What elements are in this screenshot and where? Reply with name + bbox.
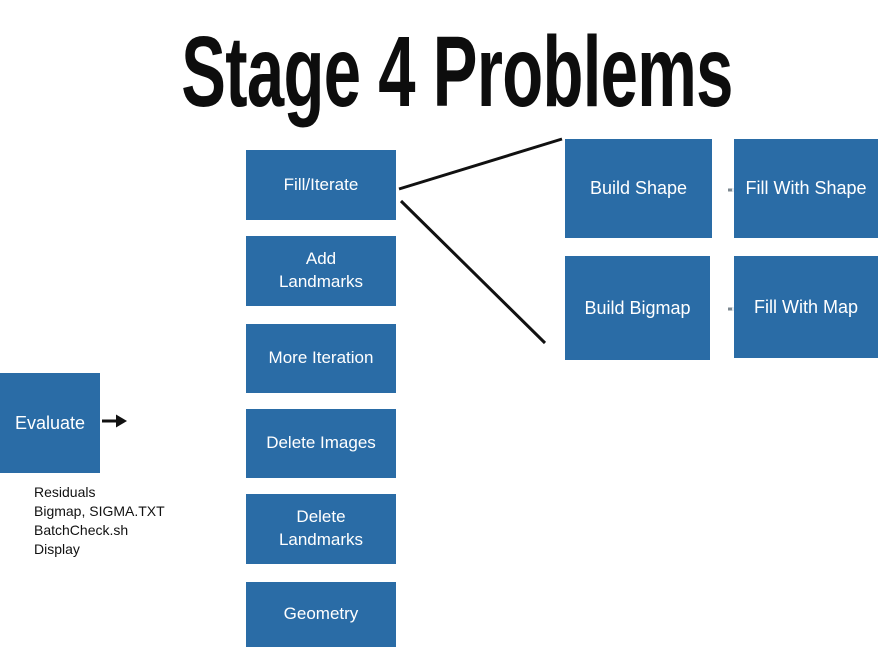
connector-fill-iterate-to-build-shape — [398, 137, 563, 191]
evaluate-arrow — [102, 414, 127, 428]
box-delete-landmarks: Delete Landmarks — [246, 494, 396, 564]
box-fill-iterate-label: Fill/Iterate — [283, 174, 359, 194]
box-evaluate-label: Evaluate — [14, 412, 86, 433]
box-fill-iterate: Fill/Iterate — [246, 150, 396, 220]
box-delete-images: Delete Images — [246, 409, 396, 478]
note-line: Display — [34, 541, 80, 557]
box-delete-images-label: Delete Images — [266, 433, 376, 453]
box-build-shape-label: Build Shape — [589, 178, 688, 199]
box-more-iteration: More Iteration — [246, 324, 396, 393]
box-fill-with-map: Fill With Map — [734, 256, 878, 358]
box-fill-with-shape-label: Fill With Shape — [745, 178, 867, 199]
box-delete-landmarks-label: Delete Landmarks — [278, 507, 364, 549]
box-build-shape: Build Shape — [565, 139, 712, 238]
box-fill-with-shape: Fill With Shape — [734, 139, 878, 238]
box-fill-with-map-label: Fill With Map — [753, 296, 858, 317]
box-add-landmarks-label: Add Landmarks — [278, 249, 364, 291]
box-build-bigmap: Build Bigmap — [565, 256, 710, 360]
note-line: BatchCheck.sh — [34, 522, 129, 538]
evaluate-notes: Residuals Bigmap, SIGMA.TXT BatchCheck.s… — [34, 483, 165, 559]
box-evaluate: Evaluate — [0, 373, 100, 473]
box-more-iteration-label: More Iteration — [268, 348, 374, 368]
box-add-landmarks: Add Landmarks — [246, 236, 396, 306]
slide-title: Stage 4 Problems — [181, 16, 733, 128]
box-geometry-label: Geometry — [283, 604, 359, 624]
connector-fill-iterate-to-build-bigmap — [399, 199, 547, 345]
box-build-bigmap-label: Build Bigmap — [584, 297, 691, 318]
note-line: Residuals — [34, 484, 96, 500]
note-line: Bigmap, SIGMA.TXT — [34, 503, 165, 519]
box-geometry: Geometry — [246, 582, 396, 647]
